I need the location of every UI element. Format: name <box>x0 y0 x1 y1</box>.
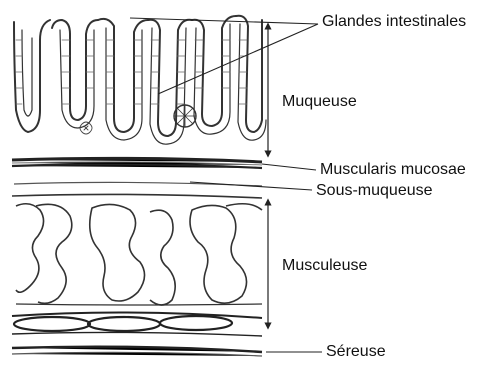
serosa-band <box>12 347 262 356</box>
label-muqueuse: Muqueuse <box>282 94 357 110</box>
epithelium-hatching <box>16 40 247 104</box>
gland-1 <box>52 20 98 120</box>
gland-cross-section-detail <box>174 105 196 127</box>
leader-muscularis <box>262 164 316 170</box>
label-muscularis-mucosae: Muscularis mucosae <box>320 162 466 178</box>
leader-glandes-2 <box>158 24 318 94</box>
label-glandes-intestinales: Glandes intestinales <box>322 14 466 30</box>
cell-cluster <box>80 122 92 134</box>
label-sous-muqueuse: Sous-muqueuse <box>316 183 433 199</box>
gland-left-partial-inner <box>22 30 32 116</box>
gland-1-inner <box>60 30 94 128</box>
label-sereuse: Séreuse <box>326 344 386 360</box>
musculeuse-drawing <box>16 204 262 305</box>
gland-2-inner <box>106 28 142 140</box>
label-musculeuse: Musculeuse <box>282 258 367 274</box>
mucosa-glands-drawing <box>14 16 266 144</box>
leader-sous-muqueuse <box>190 182 312 190</box>
muscularis-mucosae-band <box>12 158 262 168</box>
gland-4-inner <box>194 24 230 134</box>
longitudinal-muscle <box>12 312 262 336</box>
